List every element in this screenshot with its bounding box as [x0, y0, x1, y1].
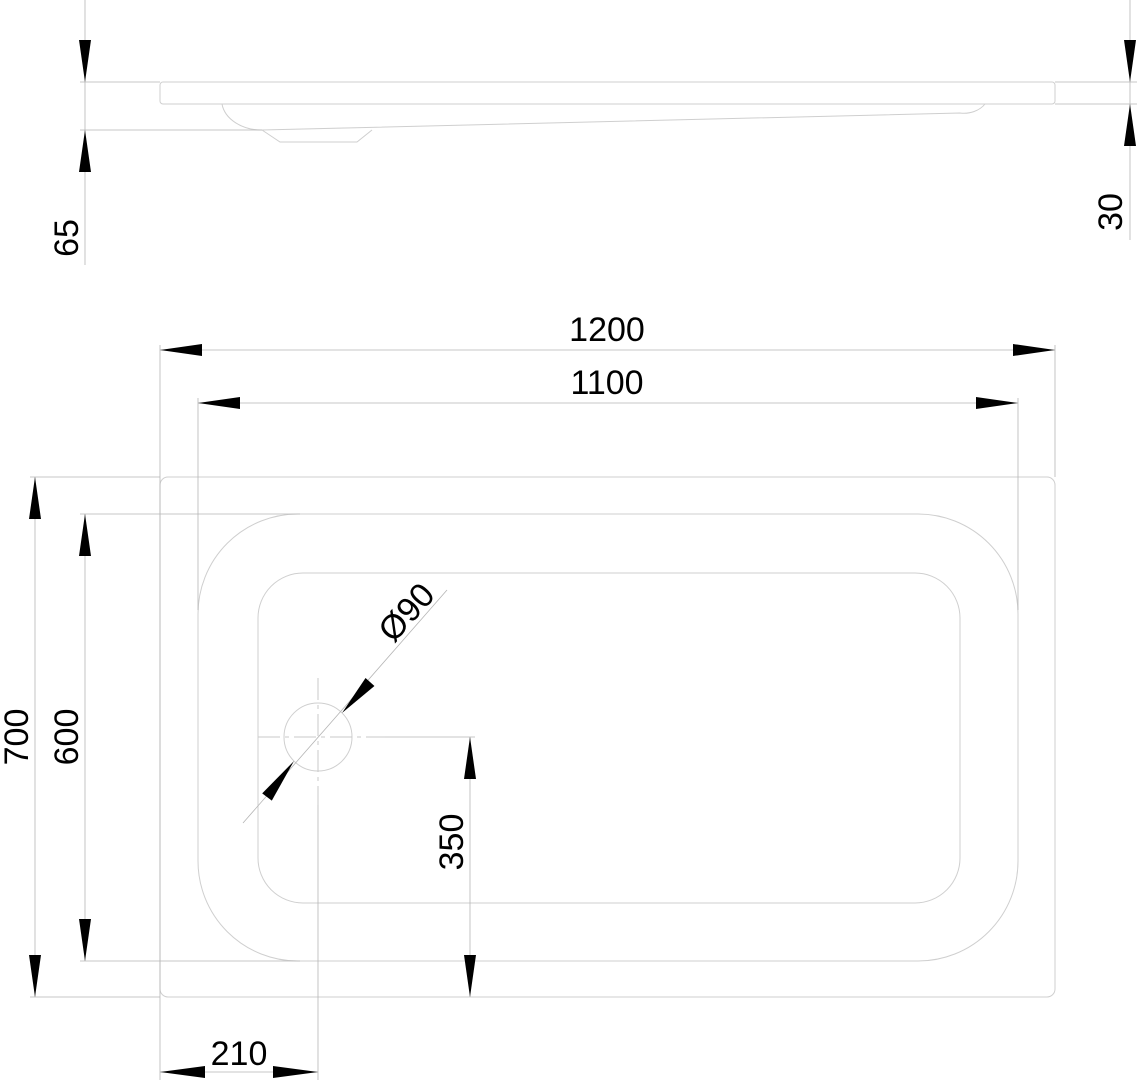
dimension-diameter: Ø90: [371, 576, 442, 649]
dimension-1200: 1200: [569, 311, 645, 349]
arrowhead: [976, 397, 1018, 409]
arrowhead: [160, 1066, 205, 1078]
arrowhead: [464, 737, 476, 779]
dimension-350: 350: [433, 814, 471, 871]
arrowhead: [29, 955, 41, 997]
arrowhead: [1124, 104, 1136, 146]
tray-rim-profile: [159, 81, 1056, 105]
dimension-1100: 1100: [570, 364, 643, 402]
arrowhead: [79, 919, 91, 961]
dimension-210: 210: [211, 1035, 268, 1073]
arrowhead: [262, 761, 294, 801]
dimension-65: 65: [48, 219, 86, 257]
arrowhead: [464, 955, 476, 997]
side-view: 65 30: [48, 0, 1137, 265]
arrowhead: [273, 1066, 318, 1078]
plan-view: 1200 1100 700 600 350 210 Ø90: [0, 311, 1056, 1080]
arrowhead: [1124, 40, 1136, 82]
drain-profile: [261, 129, 373, 143]
arrowhead: [79, 40, 91, 82]
dimension-700: 700: [0, 709, 36, 766]
arrowhead: [198, 397, 240, 409]
dimension-600: 600: [48, 709, 86, 766]
arrowhead: [79, 130, 91, 172]
arrowhead: [342, 677, 375, 713]
basin-floor: [257, 572, 961, 904]
arrowhead: [160, 344, 202, 356]
arrowhead: [79, 514, 91, 556]
arrowhead: [1013, 344, 1055, 356]
tray-body-profile: [221, 103, 986, 131]
dimension-arrows: [29, 40, 1136, 1078]
dimension-30: 30: [1092, 193, 1130, 231]
basin-outline: [197, 513, 1019, 962]
arrowhead: [29, 477, 41, 519]
